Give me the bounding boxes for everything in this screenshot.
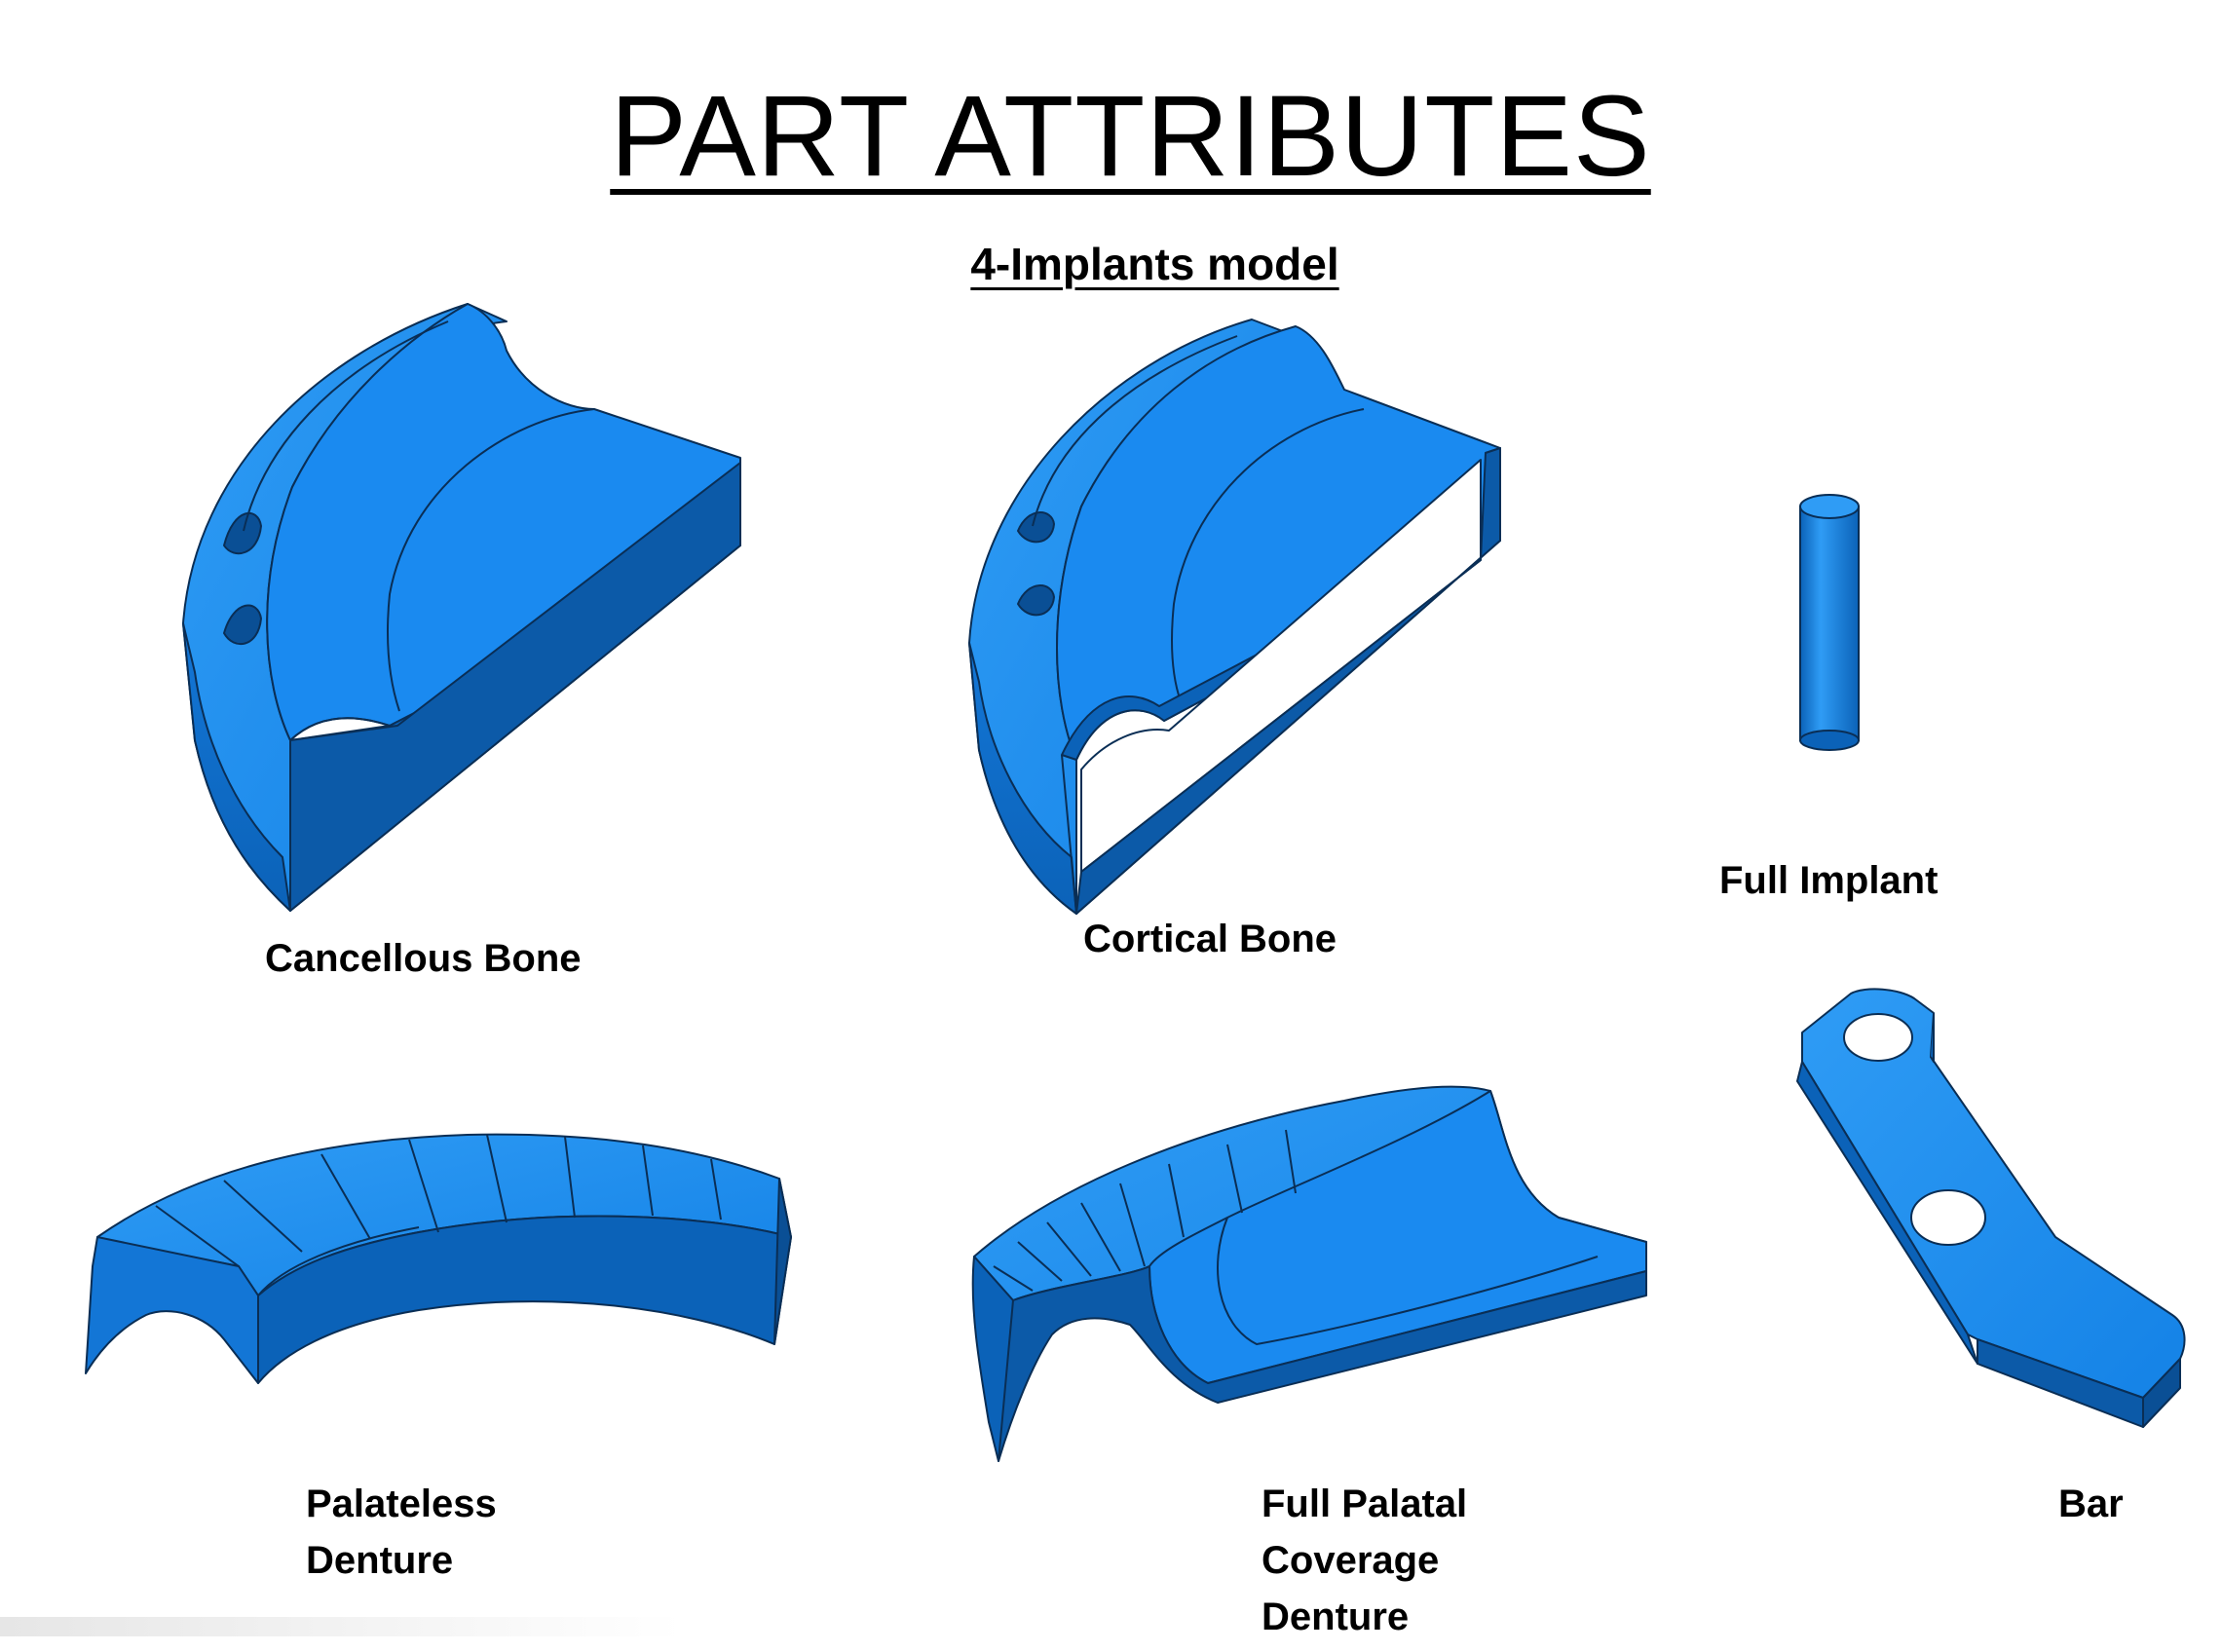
palateless-denture-label: Palateless Denture (306, 1483, 497, 1582)
page-title: PART ATTRIBUTES (610, 72, 1651, 201)
page-shadow (0, 1617, 682, 1636)
cortical-bone-label: Cortical Bone (1083, 918, 1337, 960)
model-subtitle: 4-Implants model (970, 239, 1339, 289)
bar-model (1796, 988, 2186, 1428)
palateless-denture-model (85, 1133, 792, 1384)
cortical-bone-model (968, 319, 1501, 915)
cancellous-bone-model (182, 303, 741, 912)
full-implant-label: Full Implant (1719, 859, 1939, 902)
bar-label: Bar (2058, 1483, 2124, 1525)
full-palatal-coverage-denture-label: Full Palatal Coverage Denture (1262, 1483, 1468, 1638)
cancellous-bone-label: Cancellous Bone (265, 937, 582, 980)
full-implant-model (1799, 494, 1860, 751)
full-palatal-coverage-denture-model (971, 1085, 1647, 1462)
